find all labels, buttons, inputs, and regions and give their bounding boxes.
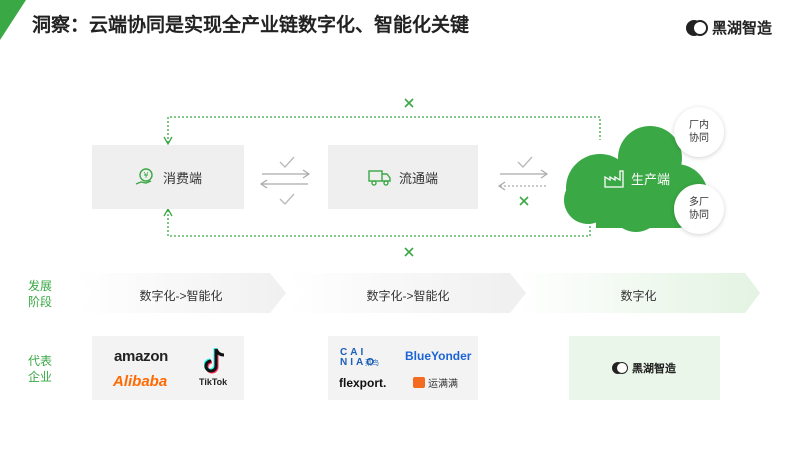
amazon-logo: amazon xyxy=(114,348,169,365)
production-label: 生产端 xyxy=(631,172,671,187)
blackhole-company-name: 黑湖智造 xyxy=(632,363,676,375)
header-accent-corner xyxy=(0,0,26,40)
cainiao-line-2: NIAO xyxy=(340,357,377,368)
stage-row-label: 发展 阶段 xyxy=(28,278,52,310)
cross-icon-top xyxy=(404,98,414,108)
stage-production: 数字化 xyxy=(620,289,657,303)
logistics-node: 流通端 xyxy=(328,145,478,209)
production-node: 生产端 xyxy=(604,169,684,188)
truck-icon xyxy=(368,170,391,186)
logistics-companies-card xyxy=(328,336,478,400)
dotted-loop-bottom-arrowhead xyxy=(163,207,173,217)
yunmanman-icon xyxy=(413,377,425,388)
dotted-loop-top xyxy=(167,116,601,143)
cainiao-line-1: CAI xyxy=(340,347,367,358)
alibaba-logo: Alibaba xyxy=(113,373,168,390)
yunmanman-text: 运满满 xyxy=(428,379,458,390)
check-icon-2 xyxy=(279,193,295,206)
multi-factory-line-2: 协同 xyxy=(689,210,709,221)
stage-chevron-logistics xyxy=(288,273,526,313)
consumer-label: 消费端 xyxy=(162,170,202,186)
blackhole-small-logo-icon xyxy=(612,361,628,375)
svg-text:¥: ¥ xyxy=(143,171,148,180)
production-companies-card xyxy=(569,336,720,400)
brand-name: 黑湖智造 xyxy=(712,20,773,37)
cross-icon-bottom xyxy=(404,247,414,257)
multi-factory-collab-badge: 多厂协同 xyxy=(674,184,724,234)
tiktok-note-icon xyxy=(204,348,225,374)
in-factory-line-1: 厂内 xyxy=(689,120,709,131)
cainiao-logo: CAI NIAO xyxy=(340,348,377,368)
consumer-node: ¥ 消费端 xyxy=(92,145,244,209)
stage-chevron-consumer xyxy=(76,273,286,313)
dotted-loop-top-arrowhead xyxy=(163,136,173,146)
cross-icon-production-arrow xyxy=(519,196,529,206)
brand-logo: 黑湖智造 xyxy=(686,17,772,38)
consumer-companies-card xyxy=(92,336,244,400)
logistics-label: 流通端 xyxy=(398,170,438,186)
yunmanman-logo: 运满满 xyxy=(413,375,458,390)
money-hand-icon: ¥ xyxy=(135,168,153,185)
tiktok-logo-text: TikTok xyxy=(199,377,228,387)
multi-factory-line-1: 多厂 xyxy=(689,197,709,208)
dotted-loop-bottom xyxy=(167,210,591,237)
company-label-line-2: 企业 xyxy=(28,370,53,384)
blueyonder-logo: BlueYonder xyxy=(405,349,472,363)
in-factory-collab-badge: 厂内协同 xyxy=(674,107,724,157)
page-title: 洞察：云端协同是实现全产业链数字化、智能化关键 xyxy=(32,15,470,36)
stage-chevron-production xyxy=(516,273,760,313)
check-icon-1 xyxy=(279,156,295,169)
blackhole-company-logo: 黑湖智造 xyxy=(612,360,676,376)
check-icon-3 xyxy=(517,156,533,169)
blackhole-logo-icon xyxy=(686,19,708,37)
cainiao-cn: 菜鸟 xyxy=(365,360,379,367)
factory-icon xyxy=(604,169,624,188)
stage-label-line-1: 发展 xyxy=(28,279,53,293)
flexport-logo: flexport. xyxy=(339,376,387,390)
stage-consumer: 数字化->智能化 xyxy=(139,289,223,303)
stage-label-line-2: 阶段 xyxy=(28,295,53,309)
stage-logistics: 数字化->智能化 xyxy=(366,289,450,303)
company-row-label: 代表 企业 xyxy=(28,353,52,385)
company-label-line-1: 代表 xyxy=(28,354,53,368)
in-factory-line-2: 协同 xyxy=(689,133,709,144)
